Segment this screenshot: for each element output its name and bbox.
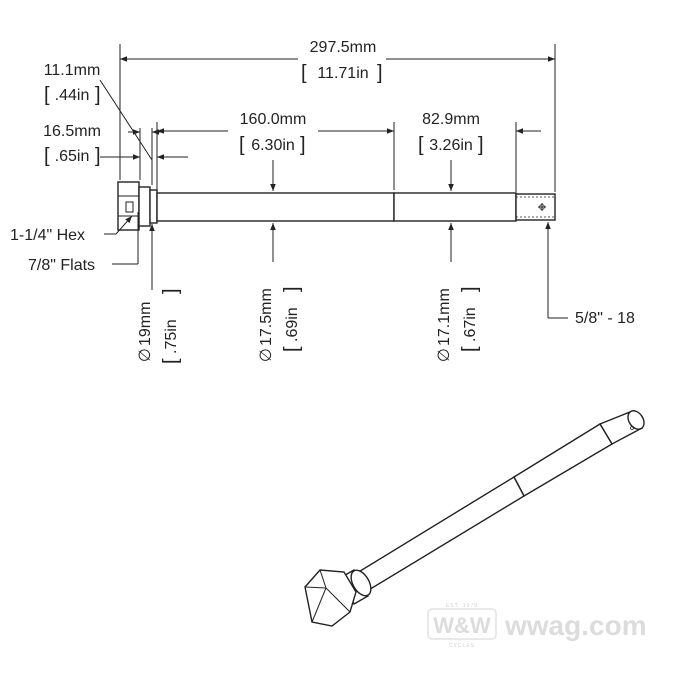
axle-side-view bbox=[117, 181, 556, 231]
diameter-3: ∅ 17.1mm [ .67in ] bbox=[436, 223, 481, 362]
diameter-2: ∅ 17.5mm [ .69in ] bbox=[258, 223, 303, 362]
dia-2-in: .69in bbox=[284, 307, 301, 342]
dia-symbol-1: ∅ bbox=[137, 348, 154, 362]
iso-shaft bbox=[351, 410, 645, 595]
dim-hex-length: 11.1mm [ .44in ] bbox=[44, 62, 164, 185]
svg-text:]: ] bbox=[160, 288, 182, 294]
svg-text:[: [ bbox=[44, 84, 50, 106]
dia-2-mm: 17.5mm bbox=[258, 288, 275, 346]
dia-3-mm: 17.1mm bbox=[436, 288, 453, 346]
bracket-left: [ bbox=[301, 62, 307, 84]
svg-text:]: ] bbox=[95, 84, 101, 106]
dim-flats-length: 16.5mm [ .65in ] bbox=[43, 123, 188, 190]
dia-symbol-3: ∅ bbox=[436, 348, 453, 362]
axle-isometric-view bbox=[304, 410, 645, 627]
watermark-logo: W&W bbox=[433, 613, 491, 638]
svg-text:]: ] bbox=[300, 134, 306, 156]
callout-flats: 7/8" Flats bbox=[28, 212, 139, 274]
dia-1-in: .75in bbox=[163, 319, 180, 354]
svg-text:]: ] bbox=[478, 134, 484, 156]
svg-text:[: [ bbox=[44, 145, 50, 167]
callout-hex: 1-1/4" Hex bbox=[10, 215, 133, 244]
watermark-est: EST. 1979 bbox=[446, 603, 478, 609]
dia-3-in: .67in bbox=[462, 307, 479, 342]
threaded-end bbox=[515, 193, 556, 221]
hex-head bbox=[117, 181, 140, 231]
dim-end-mm: 82.9mm bbox=[422, 111, 480, 128]
svg-text:[: [ bbox=[418, 134, 424, 156]
svg-text:[: [ bbox=[160, 358, 182, 364]
dim-mid-length: 160.0mm [ 6.30in ] bbox=[156, 111, 395, 191]
dim-flats-mm: 16.5mm bbox=[43, 123, 101, 140]
bracket-right: ] bbox=[377, 62, 383, 84]
callout-thread-label: 5/8" - 18 bbox=[575, 310, 635, 327]
callout-flats-label: 7/8" Flats bbox=[28, 257, 95, 274]
dia-symbol-2: ∅ bbox=[258, 348, 275, 362]
flats-collar bbox=[138, 186, 151, 227]
callout-thread: 5/8" - 18 bbox=[545, 222, 635, 327]
watermark-logo-box bbox=[427, 608, 497, 640]
dia-1-mm: 19mm bbox=[137, 302, 154, 346]
svg-text:[: [ bbox=[239, 134, 245, 156]
dim-overall-in: 11.71in bbox=[317, 65, 368, 82]
dim-hex-mm: 11.1mm bbox=[44, 62, 101, 79]
main-shaft bbox=[156, 192, 395, 222]
watermark: EST. 1979 W&W CYCLES wwag.com bbox=[427, 603, 647, 649]
dim-mid-mm: 160.0mm bbox=[240, 111, 307, 128]
svg-text:]: ] bbox=[459, 286, 481, 292]
watermark-sub: CYCLES bbox=[449, 643, 475, 649]
mid-shaft bbox=[393, 192, 517, 222]
iso-hex-head bbox=[304, 569, 357, 627]
dim-hex-in: .44in bbox=[55, 87, 90, 104]
dim-mid-in: 6.30in bbox=[251, 137, 295, 154]
svg-text:]: ] bbox=[281, 286, 303, 292]
callout-hex-label: 1-1/4" Hex bbox=[10, 227, 85, 244]
watermark-site: wwag.com bbox=[504, 610, 647, 641]
dim-end-length: 82.9mm [ 3.26in ] bbox=[418, 111, 541, 192]
dim-overall: 297.5mm [ 11.71in ] bbox=[119, 39, 556, 192]
svg-text:]: ] bbox=[95, 145, 101, 167]
svg-text:[: [ bbox=[459, 346, 481, 352]
dim-overall-mm: 297.5mm bbox=[310, 39, 377, 56]
dim-end-in: 3.26in bbox=[429, 137, 473, 154]
dim-flats-in: .65in bbox=[55, 148, 90, 165]
svg-text:[: [ bbox=[281, 346, 303, 352]
diameter-1: ∅ 19mm [ .75in ] bbox=[137, 224, 182, 364]
